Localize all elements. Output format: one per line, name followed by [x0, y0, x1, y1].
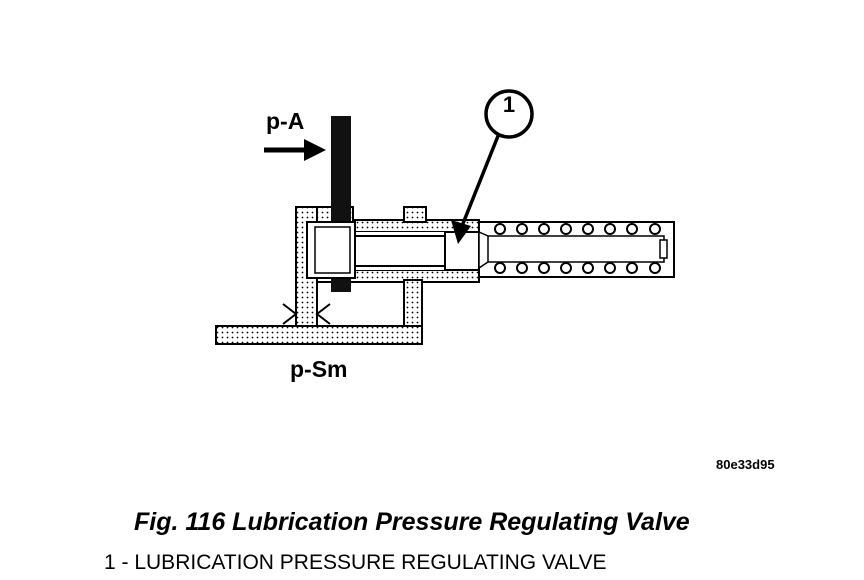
spring-coil [538, 262, 550, 274]
spring-coil [649, 262, 661, 274]
plunger-head-inner [314, 226, 351, 274]
callout-leader-arrowhead [451, 220, 471, 244]
callout-circle [484, 89, 534, 139]
spring-end-cap [659, 239, 668, 259]
spring-coil [604, 262, 616, 274]
valve-spool [354, 235, 448, 267]
callout-number: 1 [502, 92, 516, 117]
bore-top-bump [403, 206, 427, 223]
pressure-a-arrowhead [304, 139, 326, 161]
spring-coil [516, 223, 528, 235]
spring-coil [649, 223, 661, 235]
spring-coil [516, 262, 528, 274]
spring-coil [538, 223, 550, 235]
spool-land [444, 231, 482, 271]
spring-coil [626, 262, 638, 274]
figure-caption: Fig. 116 Lubrication Pressure Regulating… [134, 508, 690, 536]
spring-coil [560, 223, 572, 235]
legend-item: 1 - LUBRICATION PRESSURE REGULATING VALV… [104, 551, 607, 574]
orifice-left-arrowhead [282, 303, 298, 325]
callout-leader-line [460, 135, 500, 227]
spring-coil [582, 223, 594, 235]
spring-coil [494, 262, 506, 274]
image-code: 80e33d95 [716, 457, 775, 472]
orifice-right-arrowhead [315, 303, 331, 325]
spring-coil [626, 223, 638, 235]
spring-coil [494, 223, 506, 235]
spring-coil [560, 262, 572, 274]
spring-guide [485, 235, 665, 263]
spring-coils [494, 223, 661, 274]
pressure-a-label: p-A [266, 108, 305, 134]
feed-line [215, 325, 423, 345]
spring-seat [478, 230, 489, 270]
spring-coil [604, 223, 616, 235]
spring-coil [582, 262, 594, 274]
pressure-sm-label: p-Sm [290, 356, 348, 382]
